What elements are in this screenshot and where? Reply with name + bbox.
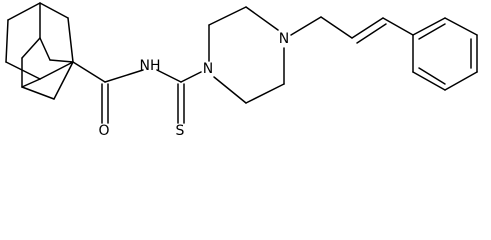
adamantane-amide-bond	[72, 61, 106, 83]
vinyl-phenyl-bond	[382, 17, 414, 36]
thiocarbonyl-sulfur-label: S	[176, 123, 185, 136]
adamantane-bond	[21, 78, 41, 88]
allyl-bond	[320, 16, 353, 39]
amide-cn-bond	[104, 69, 144, 83]
adamantane-bond	[21, 86, 55, 100]
adamantane-bond	[5, 61, 41, 80]
phenyl-bond	[444, 17, 478, 36]
adamantane-bond	[53, 61, 74, 100]
adamantane-bond	[67, 17, 74, 63]
thioamide-n-bond	[180, 71, 202, 83]
piperazine-n1-label: N	[203, 61, 213, 77]
adamantane-bond	[39, 37, 51, 61]
piperazine-bond	[245, 83, 285, 104]
adamantane-bond	[7, 2, 41, 21]
carbonyl-oxygen-label: O	[98, 123, 109, 136]
phenyl-inner-bond	[418, 23, 446, 40]
piperazine-bond	[208, 6, 247, 26]
phenyl-inner-bond	[418, 67, 446, 85]
adamantane-bond	[5, 19, 9, 63]
chemical-structure-diagram: NH O S N N	[5, 2, 478, 136]
phenyl-bond	[444, 71, 478, 91]
phenyl-bond	[412, 17, 446, 36]
piperazine-bond	[245, 6, 279, 31]
piperazine-n4-label: N	[279, 31, 289, 47]
alkene-bond	[351, 17, 384, 39]
bond-layer	[5, 2, 478, 124]
adamantane-bond	[39, 2, 69, 19]
phenyl-bond	[412, 71, 446, 91]
thioamide-cn-bond	[156, 69, 182, 83]
molecule-drawing: NH O S N N	[5, 2, 478, 136]
allyl-bond	[290, 16, 322, 36]
alkene-bond	[356, 23, 387, 44]
piperazine-bond	[213, 76, 247, 104]
adamantane-bond	[49, 59, 74, 63]
adamantane-bond	[21, 37, 41, 59]
amide-nh-label: NH	[140, 58, 161, 74]
adamantane-bond	[39, 61, 74, 80]
